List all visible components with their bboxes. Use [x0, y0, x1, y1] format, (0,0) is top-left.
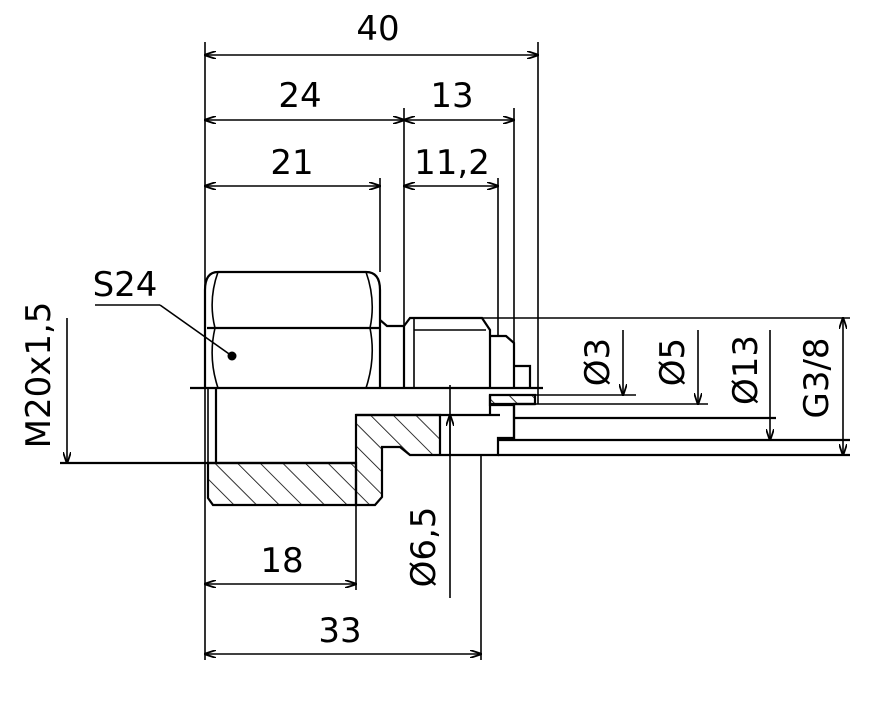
dim-label-diameter-6-5: Ø6,5: [404, 507, 444, 588]
hatch-body-section: [354, 393, 537, 507]
dim-label-21: 21: [270, 143, 313, 183]
hex-chamfer-right: [365, 271, 374, 389]
dim-label-diameter-13: Ø13: [726, 335, 766, 405]
hatch-wall-bottom: [206, 461, 358, 507]
dim-label-24: 24: [278, 76, 321, 116]
s24-leader-diagonal: [159, 304, 233, 357]
part-exterior-view: [190, 270, 543, 390]
hex-chamfer-left: [211, 271, 219, 389]
dimension-lines: [67, 42, 850, 660]
hex-body-outline: [203, 270, 382, 388]
dim-label-40: 40: [356, 9, 399, 49]
part-section-view: [60, 388, 850, 507]
dim-label-11-2: 11,2: [414, 143, 490, 183]
dim-label-g3-8: G3/8: [797, 337, 837, 418]
dim-label-13: 13: [430, 76, 473, 116]
dim-label-18: 18: [260, 541, 303, 581]
tip-outline: [514, 364, 532, 388]
dim-label-diameter-3: Ø3: [578, 338, 618, 386]
dimension-labels: 40 24 13 21 11,2 S24 18 33 M20x1,5 Ø6,5 …: [19, 9, 837, 651]
collar-outline: [490, 334, 516, 388]
neck-outline: [379, 319, 406, 388]
dim-label-s24: S24: [93, 265, 158, 305]
s24-leader-dot: [227, 351, 237, 361]
dim-label-diameter-5: Ø5: [653, 338, 693, 386]
dim-label-m20x1-5: M20x1,5: [19, 302, 59, 449]
dim-label-33: 33: [318, 611, 361, 651]
spigot-outline: [403, 316, 492, 388]
